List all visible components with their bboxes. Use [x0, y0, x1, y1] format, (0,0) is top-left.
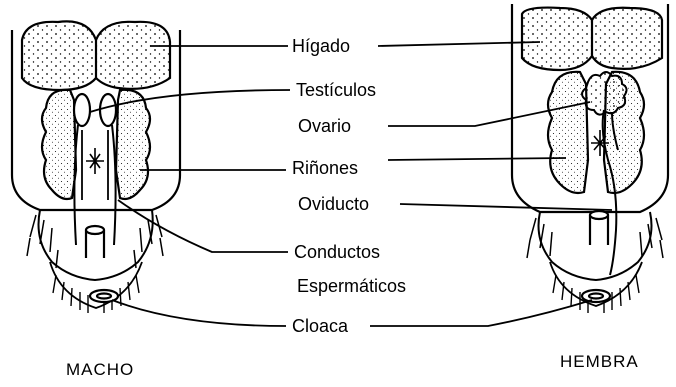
male-kidney-left [42, 90, 76, 199]
female-cloaca-opening [582, 290, 610, 302]
label-higado: Hígado [292, 36, 350, 56]
leader-oviducto [400, 204, 612, 210]
leader-rinones-right [388, 158, 566, 160]
leader-cloaca-right [370, 300, 592, 326]
label-rinones: Riñones [292, 158, 358, 178]
leader-higado-right [378, 42, 540, 46]
male-hair-fringe [27, 215, 163, 268]
caption-hembra: HEMBRA [560, 352, 639, 372]
female-hair-fringe [527, 218, 663, 258]
label-conductos: Conductos [294, 242, 380, 262]
female-ovary [582, 72, 627, 115]
male-testis-right [100, 94, 116, 126]
male-figure [12, 21, 180, 313]
leader-conductos [118, 200, 288, 252]
female-kidney-left [548, 72, 588, 193]
caption-macho: MACHO [66, 360, 134, 380]
male-kidney-right [116, 90, 150, 199]
label-cloaca: Cloaca [292, 316, 348, 336]
label-ovario: Ovario [298, 116, 351, 136]
leader-cloaca-left [112, 300, 286, 326]
label-testiculos: Testículos [296, 80, 376, 100]
male-testis-left [74, 94, 90, 126]
label-espermaticos: Espermáticos [297, 276, 406, 296]
label-oviducto: Oviducto [298, 194, 369, 214]
